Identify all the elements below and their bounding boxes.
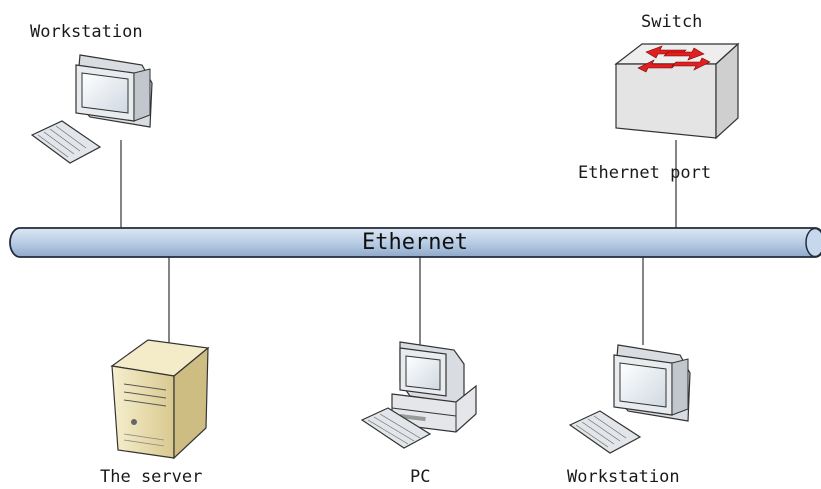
desktop-pc-icon (360, 341, 477, 449)
server-tower-icon (110, 339, 210, 460)
label-switch: Switch (641, 12, 703, 32)
workstation-icon (568, 344, 691, 454)
network-switch-icon (614, 42, 740, 140)
label-pc: PC (410, 467, 431, 487)
label-workstation-bottom: Workstation (567, 467, 680, 487)
connector-lines (120, 140, 677, 345)
label-ethernet-bus: Ethernet (362, 230, 468, 255)
workstation-icon (30, 54, 153, 164)
label-server: The server (100, 467, 203, 487)
ethernet-bus (9, 227, 821, 258)
label-workstation-top: Workstation (30, 22, 143, 42)
label-ethernet-port: Ethernet port (578, 163, 712, 183)
